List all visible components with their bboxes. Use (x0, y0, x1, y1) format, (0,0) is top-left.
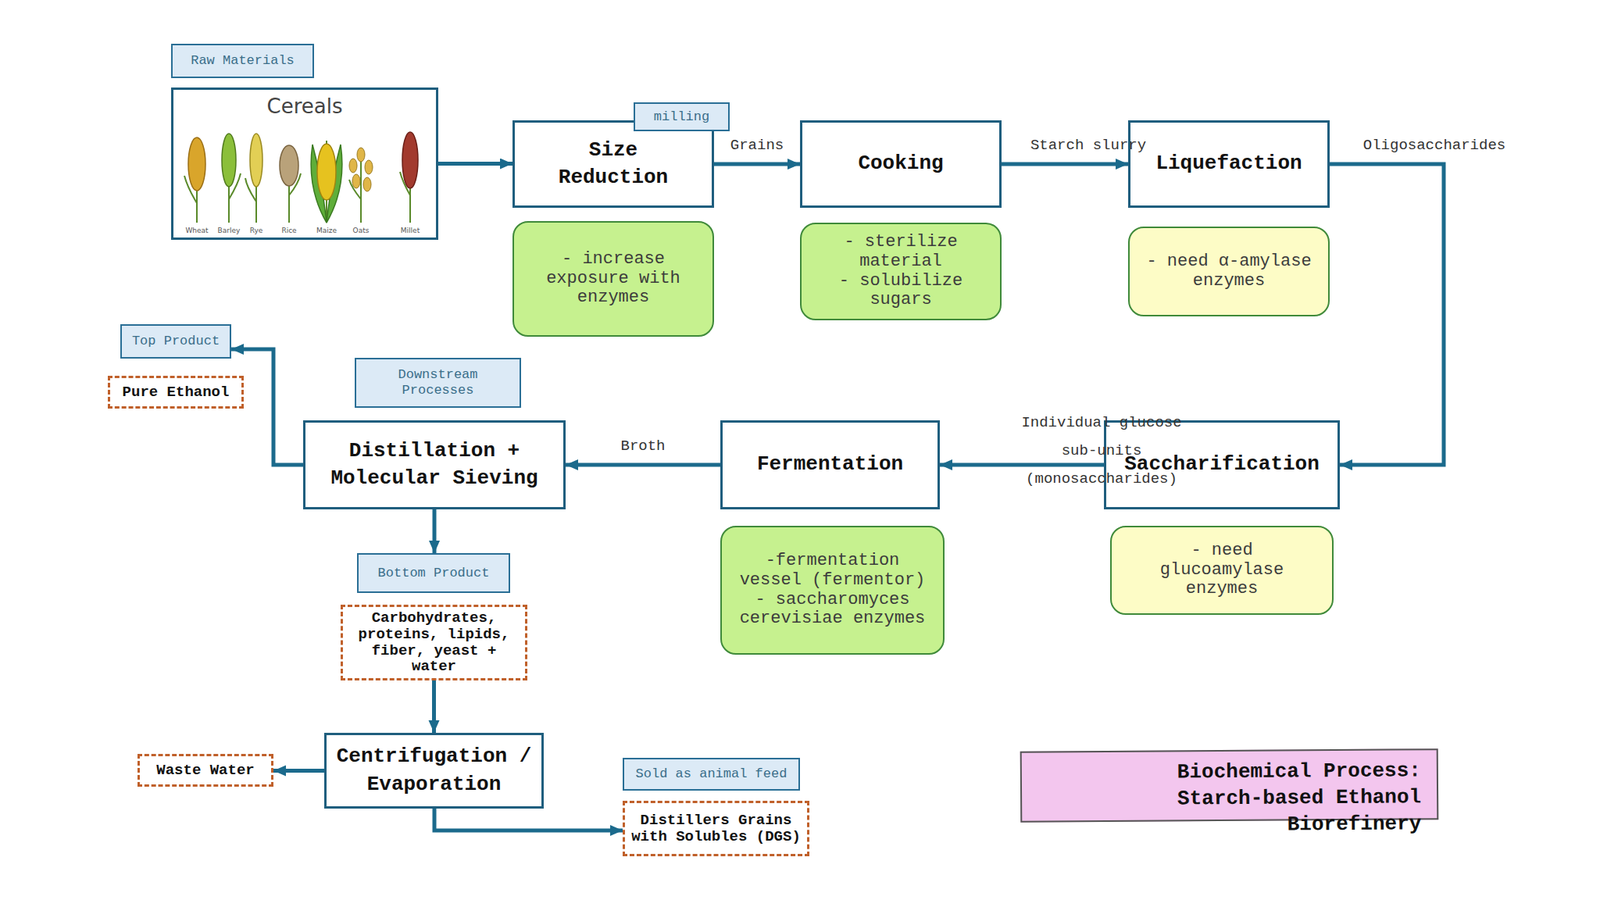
node-text: Cooking (857, 150, 943, 178)
process-box: Liquefaction (1128, 120, 1330, 208)
tag-box: Raw Materials (171, 43, 315, 79)
tag-box: Downstream Processes (354, 357, 522, 408)
node-text: Fermentation (757, 450, 904, 479)
edge-label: Broth (593, 437, 693, 455)
node-text: Size Reduction (553, 136, 673, 192)
node-text: Centrifugation / Evaporation (335, 742, 533, 798)
node-text: Top Product (132, 333, 220, 350)
cereal-name: Rice (269, 226, 309, 235)
tag-box: milling (633, 102, 730, 132)
node-text: - sterilize material (814, 232, 988, 272)
note-box: - increase exposure with enzymes (512, 221, 715, 337)
cereal-name: Rye (236, 226, 276, 235)
flow-arrow (432, 680, 436, 733)
raw-material-box: Cereals (171, 87, 439, 240)
edge-label: Starch slurry (1014, 136, 1163, 154)
node-text: Liquefaction (1155, 150, 1302, 178)
flow-arrow (939, 463, 1104, 468)
cereal-name: Wheat (177, 226, 217, 235)
product-box: Waste Water (137, 753, 274, 787)
process-box: Distillation + Molecular Sieving (303, 420, 566, 510)
node-text: Waste Water (156, 762, 254, 779)
edge-label: Grains (714, 136, 800, 154)
node-text: - need α-amylase enzymes (1142, 252, 1316, 291)
flow-arrow (565, 463, 721, 468)
enzyme-note-box: - need α-amylase enzymes (1128, 226, 1330, 317)
node-text: - solubilize sugars (814, 271, 988, 311)
process-box: Centrifugation / Evaporation (324, 732, 544, 809)
cereal-name: Maize (307, 226, 347, 235)
product-box: Carbohydrates, proteins, lipids, fiber, … (340, 604, 528, 681)
tag-box: Top Product (120, 324, 232, 359)
flow-arrow (1001, 162, 1129, 167)
node-text: Downstream Processes (359, 367, 517, 398)
tag-box: Bottom Product (357, 553, 511, 593)
node-text: milling (653, 109, 710, 125)
note-box: - sterilize material- solubilize sugars (800, 222, 1002, 321)
product-box: Distillers Grains with Solubles (DGS) (622, 800, 810, 857)
node-text: Bottom Product (378, 565, 490, 582)
cereal-name: Oats (341, 226, 381, 235)
node-text: - need glucoamylase enzymes (1124, 541, 1320, 600)
tag-box: Sold as animal feed (622, 757, 800, 791)
node-text: Cereals (267, 94, 343, 118)
node-text: Sold as animal feed (635, 766, 788, 783)
cereal-name: Barley (209, 226, 249, 235)
enzyme-note-box: - need glucoamylase enzymes (1110, 525, 1334, 615)
flow-arrow (714, 162, 800, 167)
flow-arrow (432, 509, 437, 554)
flow-arrow (273, 768, 325, 773)
title-box: Biochemical Process: Starch-based Ethano… (1020, 748, 1440, 823)
node-text: - increase exposure with enzymes (526, 250, 700, 308)
process-box: Fermentation (720, 420, 940, 510)
node-text: Raw Materials (190, 53, 295, 69)
process-box: Size Reduction (512, 120, 715, 208)
node-text: -fermentation vessel (fermentor) (734, 551, 931, 590)
process-box: Cooking (800, 120, 1002, 208)
edge-label: Oligosaccharides (1340, 136, 1529, 154)
note-box: -fermentation vessel (fermentor)- saccha… (720, 525, 945, 655)
node-text: Carbohydrates, proteins, lipids, fiber, … (348, 610, 520, 676)
node-text: - saccharomyces cerevisiae enzymes (734, 590, 931, 629)
flow-arrow (1329, 164, 1444, 465)
node-text: Distillers Grains with Solubles (DGS) (630, 812, 802, 846)
diagram-title: Biochemical Process: Starch-based Ethano… (1163, 757, 1422, 840)
product-box: Pure Ethanol (107, 375, 244, 409)
cereal-name: Millet (390, 226, 430, 235)
edge-label: Individual glucose sub-units (monosaccha… (1007, 408, 1196, 493)
flow-arrow (434, 808, 623, 831)
node-text: Pure Ethanol (122, 384, 230, 401)
flow-arrow (438, 161, 513, 166)
node-text: Distillation + Molecular Sieving (314, 437, 554, 493)
process-box: Saccharification (1103, 420, 1340, 510)
